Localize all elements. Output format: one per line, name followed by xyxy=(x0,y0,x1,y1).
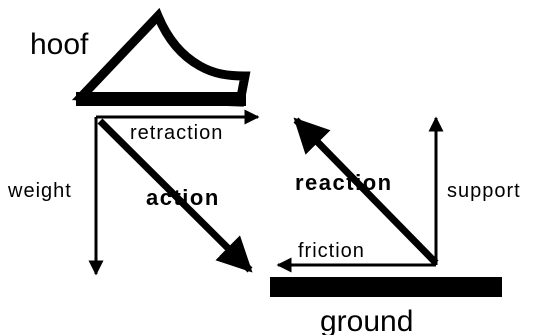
weight-label: weight xyxy=(7,180,72,202)
ground-bar xyxy=(270,277,502,297)
hoof-label: hoof xyxy=(30,28,89,61)
reaction-arrow xyxy=(293,117,439,266)
retraction-label: retraction xyxy=(130,122,223,144)
action-arrow xyxy=(97,118,253,273)
friction-label: friction xyxy=(298,240,365,262)
action-label: action xyxy=(146,185,220,210)
ground-label: ground xyxy=(320,305,413,335)
support-label: support xyxy=(447,180,521,202)
hoof-shape xyxy=(71,7,251,107)
reaction-label: reaction xyxy=(295,170,393,195)
hoof-base-bar xyxy=(76,92,246,106)
